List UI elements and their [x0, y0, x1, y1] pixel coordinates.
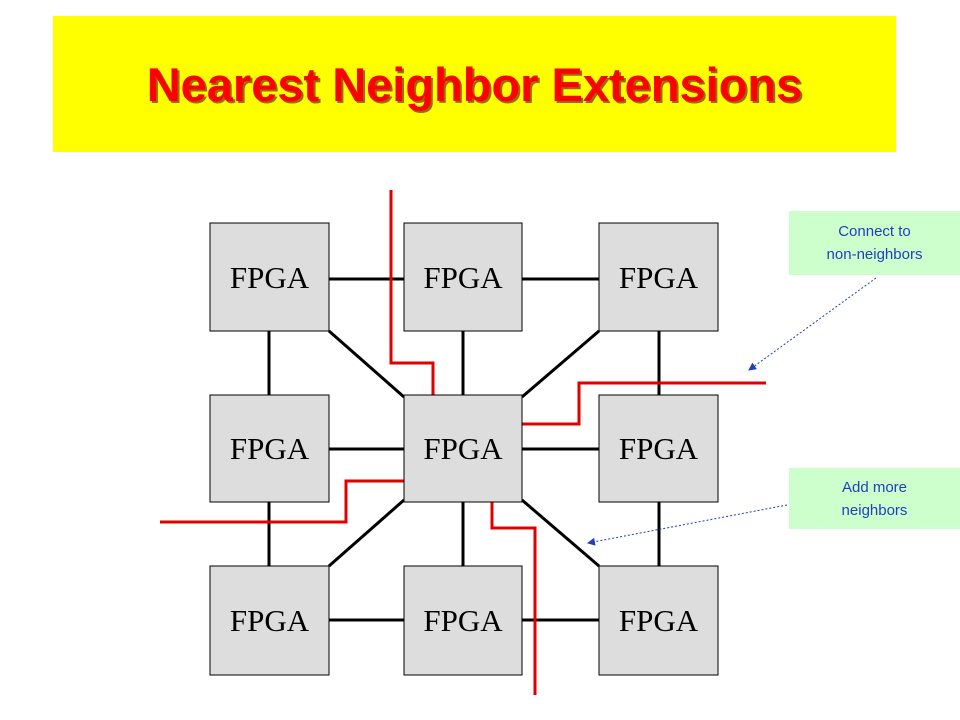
- fpga-grid: FPGA FPGA FPGA FPGA FPGA FPGA FPGA FP: [209, 222, 719, 676]
- fpga-box: FPGA: [209, 565, 330, 676]
- callout-connect-line1: Connect to: [838, 223, 911, 240]
- fpga-label: FPGA: [230, 431, 310, 466]
- fpga-label: FPGA: [619, 260, 699, 295]
- fpga-label: FPGA: [230, 260, 310, 295]
- wire-diag-sw: [328, 498, 405, 568]
- page-title: Nearest Neighbor Extensions: [146, 57, 803, 111]
- wire-diag-se: [521, 498, 600, 568]
- fpga-label: FPGA: [423, 260, 503, 295]
- fpga-box: FPGA: [403, 394, 523, 503]
- fpga-box: FPGA: [598, 394, 719, 503]
- callout-add-neighbors: Add more neighbors: [789, 468, 960, 529]
- red-wire-bottom: [490, 502, 537, 695]
- callout-add-line1: Add more: [841, 478, 908, 496]
- red-wire-left: [160, 479, 404, 524]
- fpga-label: FPGA: [619, 603, 699, 638]
- red-wire-top: [389, 190, 435, 395]
- fpga-box: FPGA: [209, 222, 330, 332]
- fpga-box: FPGA: [403, 222, 523, 332]
- callout-connect-line2: non-neighbors: [826, 246, 923, 263]
- title-banner: Nearest Neighbor Extensions: [53, 16, 896, 152]
- fpga-label: FPGA: [423, 431, 503, 466]
- fpga-label: FPGA: [230, 603, 310, 638]
- connect-pointer-arrow: [748, 277, 877, 371]
- fpga-box: FPGA: [598, 222, 719, 332]
- add-pointer-arrow: [587, 504, 788, 546]
- wire-diag-nw: [328, 329, 405, 399]
- callout-connect-non-neighbors: Connect to non-neighbors: [789, 211, 960, 275]
- non-neighbor-wires: [160, 190, 766, 695]
- fpga-box: FPGA: [209, 394, 330, 503]
- callout-add-line2: neighbors: [841, 501, 908, 519]
- red-wire-right: [522, 381, 766, 426]
- fpga-box: FPGA: [403, 565, 523, 676]
- fpga-label: FPGA: [423, 603, 503, 638]
- wire-diag-ne: [521, 329, 600, 399]
- fpga-box: FPGA: [598, 565, 719, 676]
- fpga-label: FPGA: [619, 431, 699, 466]
